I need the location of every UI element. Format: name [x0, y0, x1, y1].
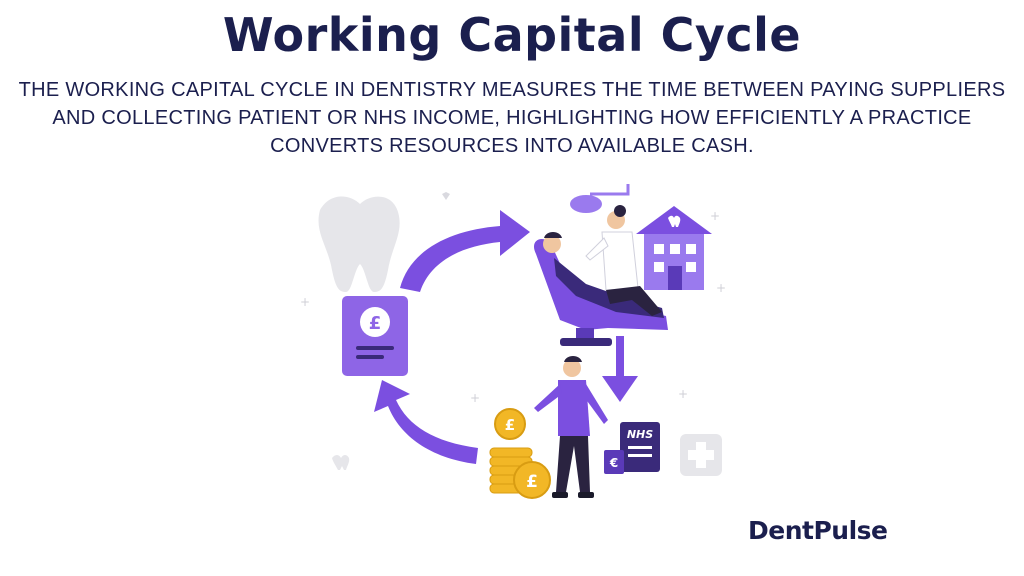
- medical-cross-icon: [680, 434, 722, 476]
- page-title: Working Capital Cycle: [222, 8, 802, 62]
- tooth-icon: [318, 196, 400, 292]
- invoice-symbol: £: [369, 313, 382, 334]
- dentist-icon: [585, 205, 662, 316]
- description-line-1: THE WORKING CAPITAL CYCLE IN DENTISTRY M…: [18, 79, 1006, 101]
- clinic-building-icon: [636, 206, 712, 290]
- coin-symbol-top: £: [505, 416, 515, 434]
- svg-text:+: +: [470, 391, 480, 405]
- svg-text:+: +: [678, 387, 688, 401]
- dental-lamp-icon: [570, 184, 630, 213]
- person-icon: [534, 356, 608, 498]
- svg-text:+: +: [710, 209, 720, 223]
- invoice-icon: £: [342, 296, 408, 376]
- svg-text:+: +: [716, 281, 726, 295]
- dental-chair-icon: [533, 239, 668, 346]
- description-line-3: CONVERTS RESOURCES INTO AVAILABLE CASH.: [270, 135, 754, 157]
- page-description: THE WORKING CAPITAL CYCLE IN DENTISTRY M…: [0, 76, 1024, 160]
- nhs-card-symbol: €: [609, 456, 618, 470]
- nhs-card-icon: NHS €: [604, 422, 660, 474]
- svg-text:+: +: [300, 295, 310, 309]
- coin-symbol-front: £: [526, 472, 538, 492]
- sparkle-icon: + + + + +: [300, 192, 726, 470]
- brand-logo: DentPulse: [748, 516, 888, 545]
- coin-stack-icon: £ £: [489, 408, 551, 499]
- working-capital-illustration: + + + + + £: [300, 184, 726, 499]
- nhs-label: NHS: [627, 428, 653, 441]
- cycle-arrow-icon: [374, 210, 638, 464]
- description-line-2: AND COLLECTING PATIENT OR NHS INCOME, HI…: [52, 107, 972, 129]
